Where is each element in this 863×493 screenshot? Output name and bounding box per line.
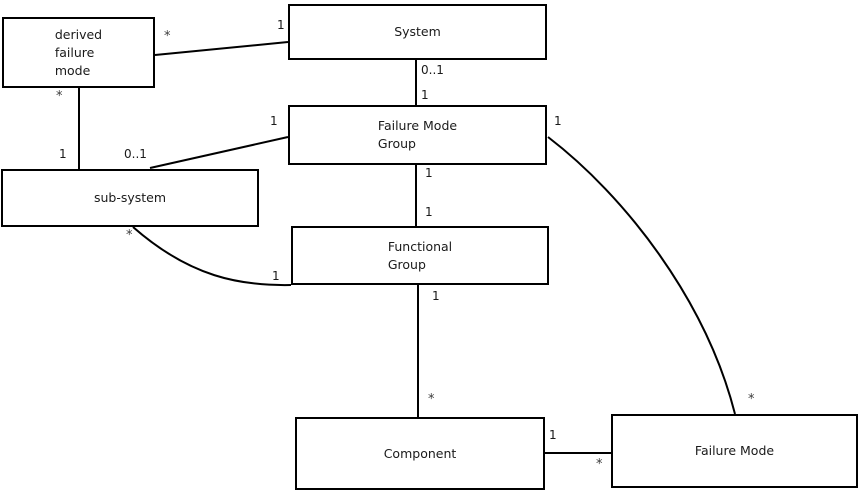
class-box-failure-mode[interactable]: Failure Mode xyxy=(611,414,858,488)
class-name-component: Component xyxy=(383,445,457,461)
class-name-system: System xyxy=(394,24,441,39)
multiplicity-label-mult-dfm-subsystem-star: * xyxy=(56,89,63,104)
multiplicity-label-mult-component-fm-one: 1 xyxy=(549,428,557,442)
multiplicity-label-mult-component-fg-star: * xyxy=(428,392,435,407)
multiplicity-label-mult-fg-subsystem-one: 1 xyxy=(272,269,280,283)
multiplicity-label-mult-fmg-subsystem-one: 1 xyxy=(270,114,278,128)
multiplicity-label-mult-fm-fmg-star: * xyxy=(748,392,755,407)
association-derived-failure-mode--system xyxy=(154,41,289,56)
multiplicity-label-mult-fm-component-star: * xyxy=(596,457,603,472)
class-name-functional-group: Functional Group xyxy=(387,238,453,272)
association-failure-mode-group--failure-mode xyxy=(547,136,736,415)
class-box-system[interactable]: System xyxy=(288,4,547,60)
association-sub-system--failure-mode-group xyxy=(149,136,289,169)
multiplicity-label-mult-dfm-system-star: * xyxy=(164,29,171,44)
multiplicity-label-mult-fmg-fg-one: 1 xyxy=(425,166,433,180)
multiplicity-label-mult-system-fmg-zeroone: 0..1 xyxy=(421,63,444,77)
class-name-failure-mode-group: Failure Mode Group xyxy=(377,118,458,151)
multiplicity-label-mult-fg-component-one: 1 xyxy=(432,289,440,303)
multiplicity-label-mult-subsystem-fg-star: * xyxy=(126,228,133,243)
multiplicity-label-mult-subsystem-fmg-zeroone: 0..1 xyxy=(124,147,147,161)
multiplicity-label-mult-subsystem-dfm-one: 1 xyxy=(59,147,67,161)
class-name-sub-system: sub-system xyxy=(93,190,167,205)
class-name-failure-mode: Failure Mode xyxy=(694,443,775,458)
class-box-sub-system[interactable]: sub-system xyxy=(1,169,259,227)
class-box-component[interactable]: Component xyxy=(295,417,545,490)
class-box-derived-failure-mode[interactable]: derived failure mode xyxy=(2,17,155,88)
class-name-derived-failure-mode: derived failure mode xyxy=(54,26,103,78)
multiplicity-label-mult-system-dfm-one: 1 xyxy=(277,18,285,32)
multiplicity-label-mult-fmg-system-one: 1 xyxy=(421,88,429,102)
multiplicity-label-mult-fg-fmg-one: 1 xyxy=(425,205,433,219)
association-sub-system--functional-group xyxy=(132,226,292,287)
class-box-functional-group[interactable]: Functional Group xyxy=(291,226,549,285)
class-box-failure-mode-group[interactable]: Failure Mode Group xyxy=(288,105,547,165)
multiplicity-label-mult-fmg-fm-one: 1 xyxy=(554,114,562,128)
